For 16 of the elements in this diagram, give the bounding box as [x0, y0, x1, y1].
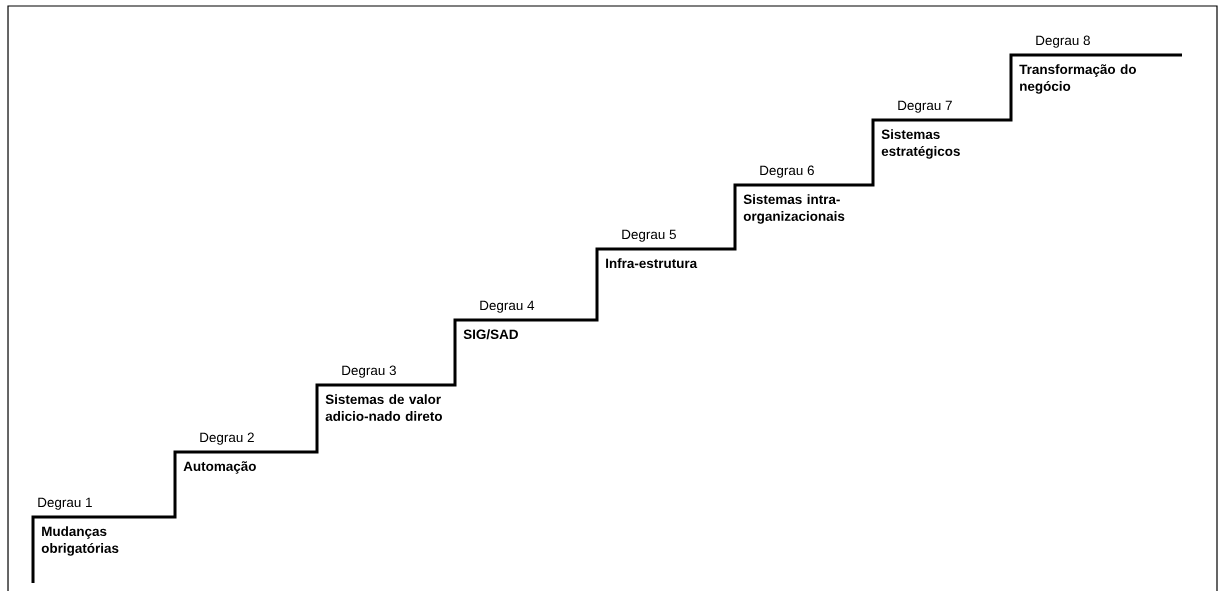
- step-description: Sistemas intra-organizacionais: [743, 194, 845, 224]
- step-description: Mudanças obrigatórias: [41, 526, 119, 556]
- step-number: Degrau 1: [38, 497, 92, 510]
- step-number: Degrau 6: [760, 165, 814, 178]
- step-number: Degrau 5: [622, 229, 676, 242]
- step-description: Sistemas estratégicos: [881, 129, 960, 159]
- step-number: Degrau 4: [480, 300, 535, 313]
- step-number: Degrau 3: [342, 365, 396, 378]
- step-description: Automação: [183, 461, 256, 474]
- step-number: Degrau 7: [898, 100, 952, 113]
- step-description: SIG/SAD: [463, 329, 518, 340]
- step-description: Transformação do negócio: [1019, 64, 1136, 94]
- step-description: Infra-estrutura: [606, 258, 698, 269]
- step-description: Sistemas de valor adicio-nado direto: [325, 394, 442, 421]
- step-number: Degrau 8: [1036, 35, 1090, 48]
- step-number: Degrau 2: [200, 432, 254, 445]
